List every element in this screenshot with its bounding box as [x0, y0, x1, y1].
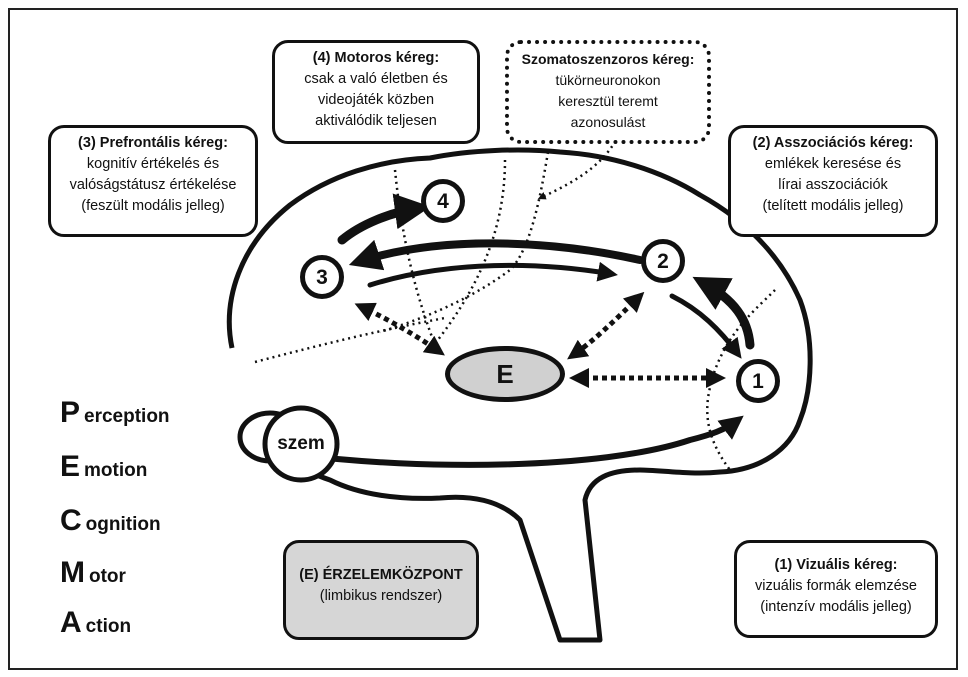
- dashed-arrows: [354, 291, 726, 388]
- prefrontal-cortex-title: (3) Prefrontális kéreg:: [78, 135, 228, 151]
- visual-cortex-title: (1) Vizuális kéreg:: [774, 557, 898, 573]
- association-cortex-title: (2) Asszociációs kéreg:: [752, 135, 914, 151]
- pecma-rest: ognition: [85, 514, 161, 535]
- emotion-center-line: (limbikus rendszer): [319, 588, 443, 604]
- visual-cortex-line: vizuális formák elemzése: [755, 578, 917, 594]
- motor-cortex-line: csak a való életben és: [304, 71, 448, 87]
- visual-cortex-line: (intenzív modális jelleg): [760, 599, 912, 615]
- motor-cortex-title: (4) Motoros kéreg:: [312, 50, 440, 66]
- node-1: 1: [736, 359, 780, 403]
- visual-cortex-box: (1) Vizuális kéreg: vizuális formák elem…: [734, 540, 938, 638]
- prefrontal-cortex-line: (feszült modális jelleg): [81, 198, 225, 214]
- emotion-center-title: (E) ÉRZELEMKÖZPONT: [299, 567, 463, 583]
- pecma-initial: E: [60, 450, 81, 483]
- association-cortex-line: (telített modális jelleg): [762, 198, 904, 214]
- somatosensory-cortex-line: azonosulást: [570, 114, 646, 130]
- pecma-rest: ction: [85, 616, 132, 637]
- node-4: 4: [421, 179, 465, 223]
- motor-cortex-line: videojáték közben: [317, 92, 435, 108]
- somatosensory-cortex-line: keresztül teremt: [558, 93, 658, 109]
- somato-pointer: [537, 129, 622, 200]
- pecma-rest: motion: [84, 460, 148, 481]
- somatosensory-cortex-line: tükörneuronokon: [555, 72, 661, 88]
- prefrontal-cortex-box: (3) Prefrontális kéreg: kognitív értékel…: [48, 125, 258, 237]
- brain-outline: [226, 147, 813, 643]
- association-cortex-line: emlékek keresése és: [764, 156, 902, 172]
- diagram-frame: [8, 8, 958, 670]
- prefrontal-cortex-line: valóságstátusz értékelése: [69, 177, 237, 193]
- emotion-node: E: [445, 346, 565, 402]
- pecma-rest: erception: [84, 406, 170, 427]
- pecma-initial: M: [60, 556, 85, 589]
- association-cortex-line: lírai asszociációk: [778, 177, 888, 193]
- motor-cortex-line: aktiválódik teljesen: [315, 113, 437, 129]
- eye-text: szem: [277, 433, 325, 454]
- emotion-center-box: (E) ÉRZELEMKÖZPONT (limbikus rendszer): [283, 540, 479, 640]
- somatosensory-cortex-box: Szomatoszenzoros kéreg: tükörneuronokon …: [505, 40, 711, 144]
- motor-cortex-box: (4) Motoros kéreg: csak a való életben é…: [272, 40, 480, 144]
- solid-arrows: [297, 193, 755, 468]
- pecma-initial: P: [60, 396, 81, 429]
- node-2: 2: [641, 239, 685, 283]
- node-3: 3: [300, 255, 344, 299]
- pecma-initial: C: [60, 504, 82, 537]
- somatosensory-cortex-title: Szomatoszenzoros kéreg:: [521, 51, 695, 67]
- association-cortex-box: (2) Asszociációs kéreg: emlékek keresése…: [728, 125, 938, 237]
- pecma-rest: otor: [89, 566, 126, 587]
- prefrontal-cortex-line: kognitív értékelés és: [86, 156, 220, 172]
- pecma-initial: A: [60, 606, 82, 639]
